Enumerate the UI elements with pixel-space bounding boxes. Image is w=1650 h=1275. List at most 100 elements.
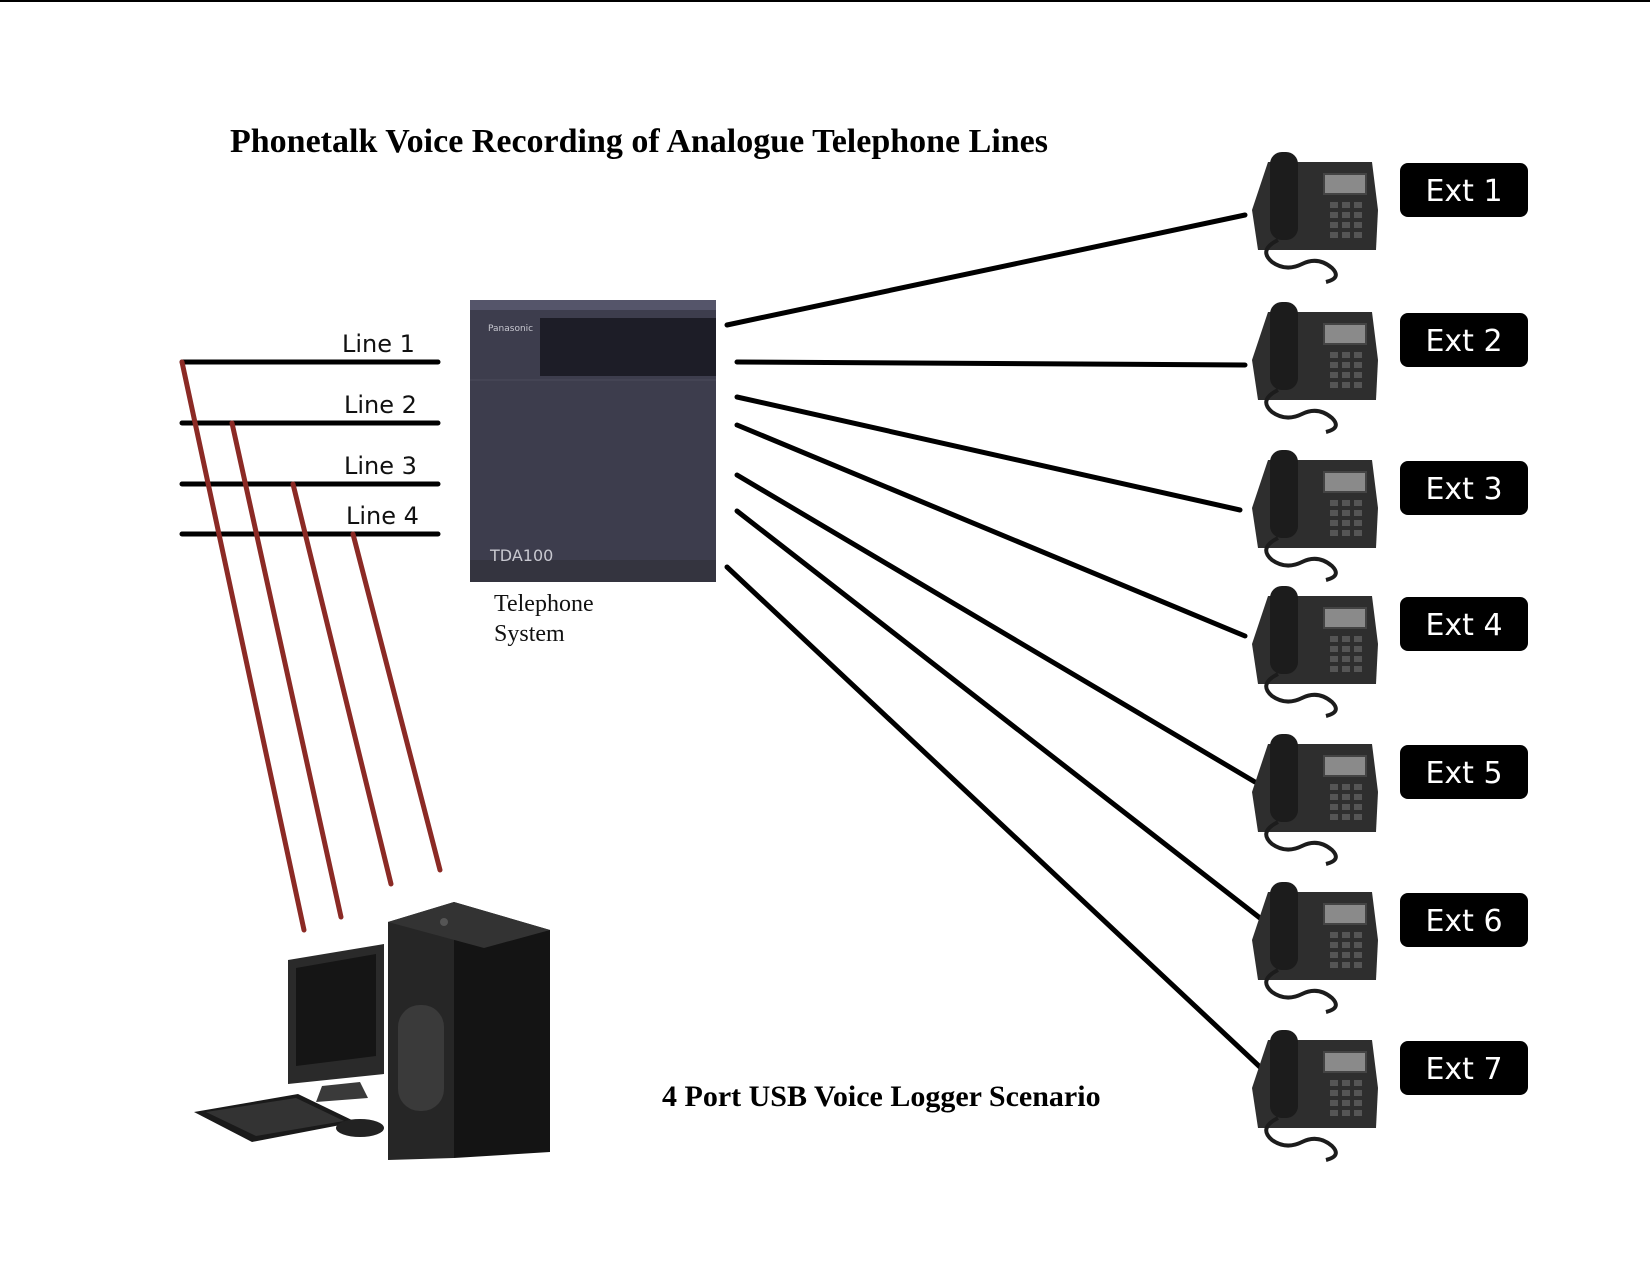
phone-key xyxy=(1354,362,1362,368)
ext-badge-bg xyxy=(1400,597,1528,651)
phone-key xyxy=(1330,1080,1338,1086)
phone-key xyxy=(1354,1080,1362,1086)
phone-key xyxy=(1342,352,1350,358)
ext-4-badge: Ext 4 xyxy=(1400,597,1528,651)
phone-key xyxy=(1330,962,1338,968)
diagram-title: Phonetalk Voice Recording of Analogue Te… xyxy=(230,123,1048,160)
phone-display xyxy=(1323,903,1367,925)
pbx-caption-line2: System xyxy=(494,621,565,647)
phone-key xyxy=(1330,500,1338,506)
phone-key xyxy=(1354,932,1362,938)
desk-phone-icon xyxy=(1252,586,1378,718)
phone-display xyxy=(1323,755,1367,777)
ext-3-wire xyxy=(734,394,1243,513)
phone-key xyxy=(1354,646,1362,652)
ext-1-wire xyxy=(724,212,1248,328)
phone-key xyxy=(1342,952,1350,958)
desk-phone-icon xyxy=(1252,450,1378,582)
phone-key xyxy=(1330,942,1338,948)
phone-key xyxy=(1330,1100,1338,1106)
phone-cord xyxy=(1264,238,1338,284)
phone-display xyxy=(1323,607,1367,629)
pbx-brand: Panasonic xyxy=(488,324,533,334)
phone-key xyxy=(1354,784,1362,790)
phone-key xyxy=(1354,382,1362,388)
phone-key xyxy=(1342,646,1350,652)
phone-key xyxy=(1342,510,1350,516)
phone-cord xyxy=(1264,820,1338,866)
pbx-unit-icon: Panasonic TDA100 xyxy=(470,300,716,582)
phone-handset xyxy=(1270,1030,1298,1118)
phone-key xyxy=(1330,520,1338,526)
ext-3-label: Ext 3 xyxy=(1425,472,1502,507)
phone-key xyxy=(1330,1110,1338,1116)
monitor-screen xyxy=(296,954,376,1066)
extension-wires xyxy=(724,212,1263,1070)
phone-key xyxy=(1342,962,1350,968)
phone-handset xyxy=(1270,734,1298,822)
phone-handset xyxy=(1270,586,1298,674)
phone-key xyxy=(1342,222,1350,228)
logger-tap-wires xyxy=(179,359,443,933)
phone-key xyxy=(1354,222,1362,228)
phone-key xyxy=(1330,372,1338,378)
ext-7-badge: Ext 7 xyxy=(1400,1041,1528,1095)
phone-key xyxy=(1354,372,1362,378)
phone-key xyxy=(1354,656,1362,662)
phone-key xyxy=(1342,942,1350,948)
phone-key xyxy=(1354,352,1362,358)
phone-key xyxy=(1330,646,1338,652)
ext-6-label: Ext 6 xyxy=(1425,904,1502,939)
ext-5-badge: Ext 5 xyxy=(1400,745,1528,799)
ext-badge-bg xyxy=(1400,1041,1528,1095)
phone-key xyxy=(1354,232,1362,238)
phone-key xyxy=(1354,1110,1362,1116)
phone-handset xyxy=(1270,450,1298,538)
ext-2-badge: Ext 2 xyxy=(1400,313,1528,367)
phone-key xyxy=(1330,952,1338,958)
line-4-label: Line 4 xyxy=(346,502,419,530)
phone-key xyxy=(1354,520,1362,526)
line-1-label: Line 1 xyxy=(342,330,415,358)
ext-badge-bg xyxy=(1400,163,1528,217)
phone-cord xyxy=(1264,1116,1338,1162)
ext-badge-bg xyxy=(1400,313,1528,367)
ext-badge-bg xyxy=(1400,893,1528,947)
phone-display xyxy=(1323,1051,1367,1073)
phone-key xyxy=(1342,382,1350,388)
phone-cord xyxy=(1264,536,1338,582)
phone-key xyxy=(1342,932,1350,938)
phone-key xyxy=(1342,814,1350,820)
phone-key xyxy=(1342,212,1350,218)
phone-key xyxy=(1330,656,1338,662)
phone-key xyxy=(1354,500,1362,506)
phone-display xyxy=(1323,471,1367,493)
phone-key xyxy=(1342,232,1350,238)
phone-key xyxy=(1342,500,1350,506)
tower-bezel xyxy=(398,1005,444,1111)
tap-wire-line-3 xyxy=(290,481,394,887)
phone-key xyxy=(1342,1090,1350,1096)
phone-key xyxy=(1330,510,1338,516)
ext-1-label: Ext 1 xyxy=(1425,174,1502,209)
ext-badge-bg xyxy=(1400,461,1528,515)
tower-side xyxy=(454,902,550,1158)
phone-handset xyxy=(1270,152,1298,240)
phone-key xyxy=(1354,212,1362,218)
desk-phone-icon xyxy=(1252,882,1378,1014)
scenario-caption: 4 Port USB Voice Logger Scenario xyxy=(662,1080,1101,1113)
ext-2-wire xyxy=(734,359,1248,368)
phone-key xyxy=(1330,362,1338,368)
tap-wire-line-1 xyxy=(179,359,307,933)
phone-key xyxy=(1354,636,1362,642)
ext-4-label: Ext 4 xyxy=(1425,608,1502,643)
outside-lines xyxy=(179,359,441,537)
phone-display xyxy=(1323,173,1367,195)
phone-key xyxy=(1330,794,1338,800)
phone-key xyxy=(1330,636,1338,642)
tap-wire-line-2 xyxy=(229,420,344,920)
phone-key xyxy=(1354,1090,1362,1096)
pbx-panel xyxy=(540,318,716,376)
ext-2-label: Ext 2 xyxy=(1425,324,1502,359)
